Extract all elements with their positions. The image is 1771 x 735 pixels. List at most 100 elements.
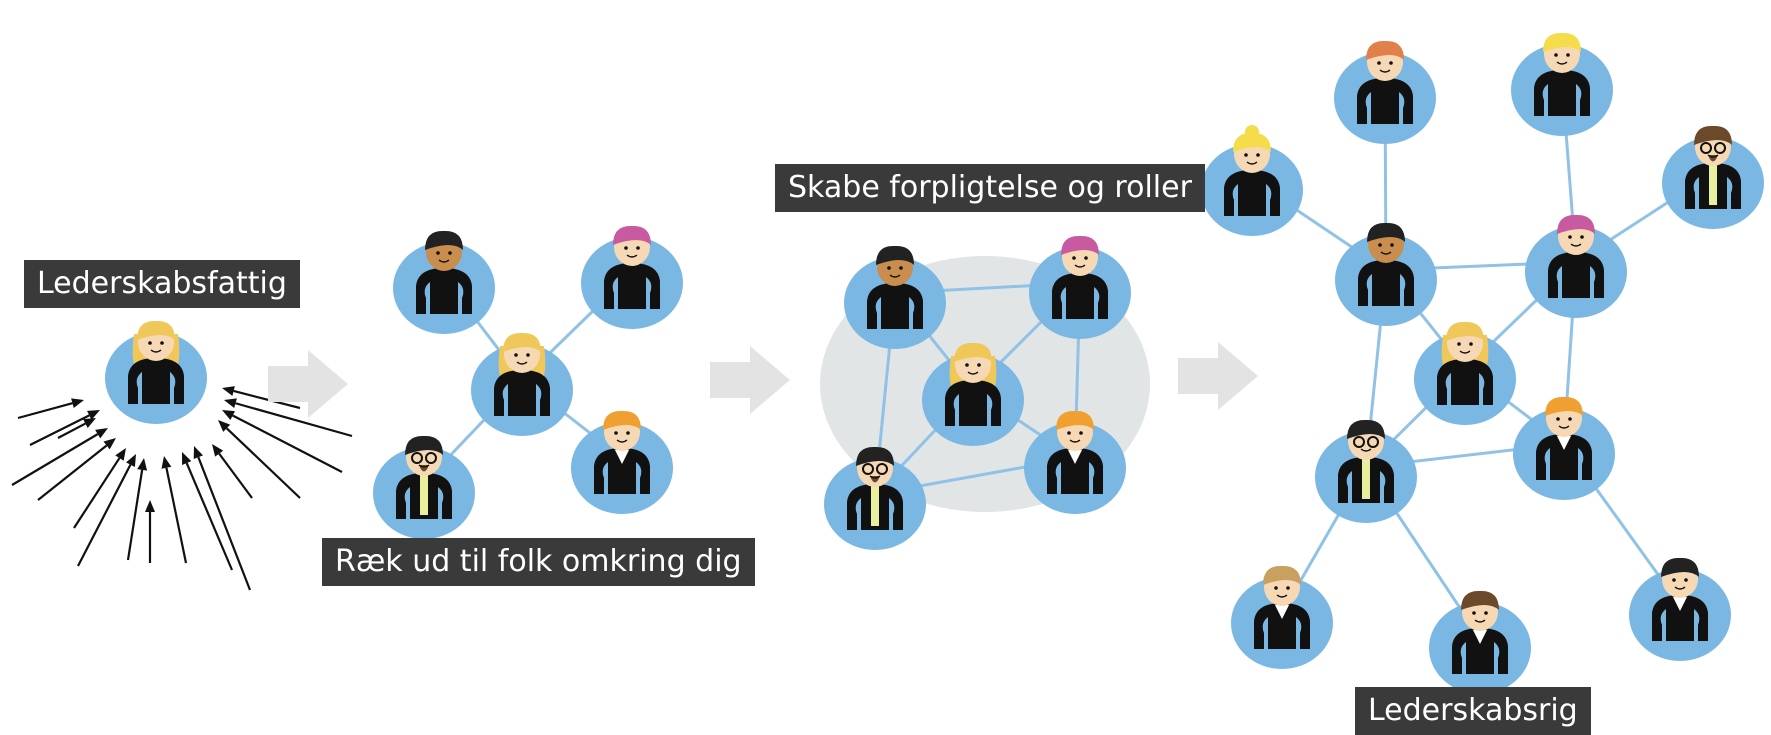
eye-right <box>1389 61 1393 65</box>
incoming-arrow-head <box>193 446 204 459</box>
eye-left <box>965 363 969 367</box>
eye-right <box>1256 153 1260 157</box>
hair <box>613 225 651 245</box>
torso-center <box>1548 78 1576 116</box>
eye-left <box>436 251 440 255</box>
torso-center <box>142 366 170 404</box>
incoming-arrow-shaft <box>11 433 99 486</box>
torso-center <box>430 276 458 314</box>
mouth <box>1380 251 1392 255</box>
eye-right <box>1580 235 1584 239</box>
tie <box>1709 165 1717 205</box>
eye-left <box>1472 611 1476 615</box>
eye-right <box>1568 417 1572 421</box>
person-icon <box>471 332 573 436</box>
person-icon <box>571 410 673 514</box>
eye-right <box>899 266 903 270</box>
label-raek-ud: Ræk ud til folk omkring dig <box>322 538 755 586</box>
person-icon <box>393 230 495 334</box>
incoming-arrow-shaft <box>73 457 121 529</box>
tie <box>871 486 879 526</box>
person-icon <box>1414 321 1516 425</box>
incoming-arrow-head <box>222 386 235 396</box>
incoming-arrow-shaft <box>17 402 73 420</box>
chevron-arrow-icon <box>268 350 348 418</box>
eye-left <box>1672 578 1676 582</box>
eye-left <box>1244 153 1248 157</box>
hair <box>1446 321 1484 341</box>
hair <box>137 320 175 340</box>
tie <box>1362 459 1370 499</box>
glasses-left <box>411 452 423 464</box>
incoming-arrow-shaft <box>197 456 252 591</box>
mouth <box>967 371 979 375</box>
hair <box>1694 125 1732 145</box>
incoming-arrow-shaft <box>233 389 301 410</box>
mouth <box>150 349 162 353</box>
incoming-arrow-head <box>95 428 108 439</box>
incoming-arrow-head <box>126 454 136 467</box>
person-icon <box>922 342 1024 446</box>
eye-left <box>1556 417 1560 421</box>
person-icon <box>373 435 475 539</box>
eye-right <box>1084 256 1088 260</box>
people-nodes-layer <box>105 32 1764 694</box>
mouth <box>1246 161 1258 165</box>
label-lederskabsfattig: Lederskabsfattig <box>24 260 300 308</box>
eye-left <box>1067 431 1071 435</box>
incoming-arrow-head <box>222 410 235 420</box>
person-icon <box>1334 40 1436 144</box>
glasses-right <box>1367 436 1379 448</box>
eye-right <box>160 341 164 345</box>
mouth <box>516 361 528 365</box>
incoming-arrow-head <box>218 420 231 432</box>
hair <box>1056 410 1094 430</box>
incoming-arrow-shaft <box>165 467 188 564</box>
torso-center <box>618 271 646 309</box>
eye-left <box>1072 256 1076 260</box>
eye-right <box>636 246 640 250</box>
person-icon <box>844 245 946 349</box>
hair <box>405 435 443 455</box>
person-icon <box>1513 396 1615 500</box>
person-icon <box>1029 235 1131 339</box>
hair <box>1263 565 1301 585</box>
person-icon <box>1662 125 1764 229</box>
incoming-arrow-head <box>87 410 100 420</box>
shirt-collar <box>1473 630 1487 644</box>
mouth <box>1459 350 1471 354</box>
person-icon <box>1511 32 1613 136</box>
glasses-right <box>876 463 888 475</box>
eye-right <box>1390 243 1394 247</box>
chevron-arrow-icon <box>710 346 790 414</box>
glasses-left <box>862 463 874 475</box>
hair <box>1661 557 1699 577</box>
incoming-arrow-shaft <box>37 444 108 501</box>
person-icon <box>581 225 683 329</box>
hair <box>954 342 992 362</box>
glasses-right <box>425 452 437 464</box>
eye-left <box>514 353 518 357</box>
eye-left <box>624 246 628 250</box>
mouth <box>1276 594 1288 598</box>
eye-left <box>1568 235 1572 239</box>
label-skabe-forpligtelse: Skabe forpligtelse og roller <box>775 164 1205 212</box>
hair <box>503 332 541 352</box>
person-icon <box>1525 214 1627 318</box>
label-lederskabsrig: Lederskabsrig <box>1355 687 1591 735</box>
glasses-left <box>1700 142 1712 154</box>
incoming-arrow-head <box>71 398 84 408</box>
person-icon <box>1315 419 1417 523</box>
person-icon <box>824 446 926 550</box>
hair <box>1367 222 1405 242</box>
incoming-arrow-head <box>161 456 172 469</box>
hair <box>1543 32 1581 52</box>
torso-center <box>1451 367 1479 405</box>
mouth <box>418 464 430 468</box>
torso-center <box>1066 281 1094 319</box>
mouth <box>1570 243 1582 247</box>
person-icon <box>1429 590 1531 694</box>
shirt-collar <box>615 450 629 464</box>
mouth <box>1379 69 1391 73</box>
